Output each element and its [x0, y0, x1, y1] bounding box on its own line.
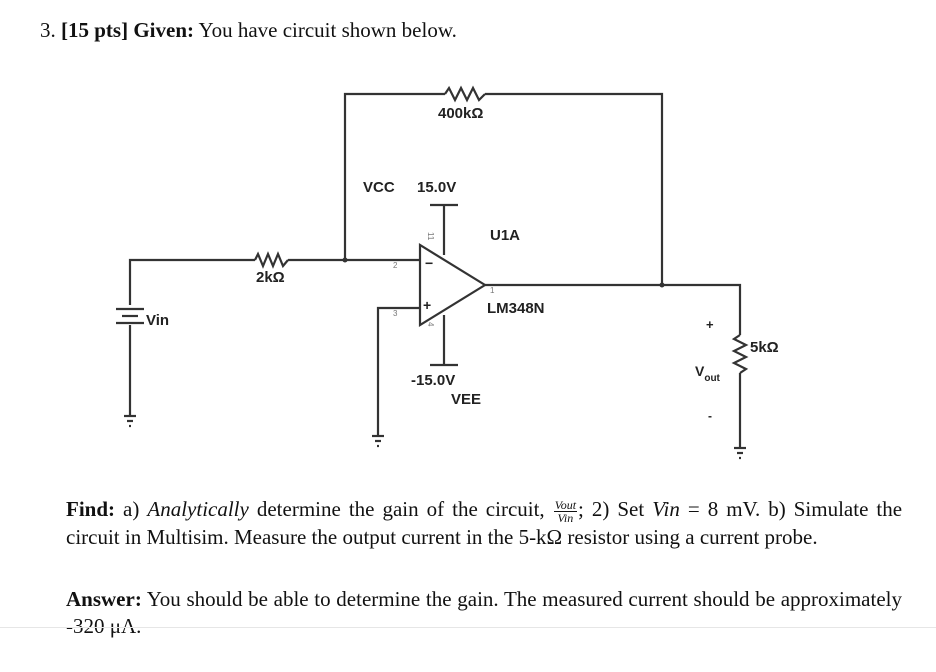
- vout-label: Vout: [695, 363, 721, 384]
- find-vin: Vin: [652, 497, 680, 521]
- feedback-resistor: [444, 85, 486, 103]
- find-paragraph: Find: a) Analytically determine the gain…: [66, 496, 902, 551]
- input-resistor: [254, 251, 289, 269]
- pin-4-label: 4: [426, 322, 435, 327]
- opamp-noninverting-mark: +: [423, 297, 431, 313]
- page-divider: [0, 627, 936, 628]
- input-resistor-label: 2kΩ: [256, 269, 285, 286]
- question-points: [15 pts]: [61, 18, 129, 42]
- pin-3-label: 3: [393, 309, 398, 318]
- vout-minus: -: [708, 409, 712, 423]
- find-text-3: = 8 mV. b) Simulate the circuit in Multi…: [66, 497, 903, 549]
- opamp-symbol: [418, 243, 488, 327]
- question-heading: 3. [15 pts] Given: You have circuit show…: [40, 18, 457, 43]
- vout-subscript: out: [704, 373, 720, 384]
- pin-2-label: 2: [393, 261, 398, 270]
- opamp-ref-label: U1A: [490, 227, 520, 244]
- fraction-denominator: Vin: [557, 510, 574, 525]
- fraction-numerator: Vout: [553, 497, 578, 512]
- feedback-wire-right: [485, 92, 664, 284]
- opamp-model-label: LM348N: [487, 300, 545, 317]
- answer-paragraph: Answer: You should be able to determine …: [66, 586, 902, 640]
- input-wire-left: [128, 258, 255, 305]
- answer-label: Answer:: [66, 587, 142, 611]
- find-label: Find:: [66, 497, 116, 521]
- output-junction: [659, 282, 665, 288]
- vcc-label: VCC: [363, 179, 395, 196]
- vout-letter: V: [695, 363, 705, 379]
- output-wire: [485, 283, 742, 335]
- feedback-resistor-label: 400kΩ: [438, 105, 483, 122]
- load-resistor: [731, 334, 749, 374]
- opamp-inverting-mark: −: [425, 255, 433, 271]
- find-text-2: ; 2) Set: [578, 497, 645, 521]
- vcc-value: 15.0V: [417, 179, 456, 196]
- given-label: Given:: [133, 18, 195, 42]
- find-analytically: Analytically: [147, 497, 249, 521]
- answer-text: You should be able to determine the gain…: [66, 587, 902, 638]
- find-text-1: determine the gain of the circuit,: [256, 497, 545, 521]
- circuit-diagram: 400kΩ 2kΩ Vin 3 2 − + U1A LM348N 1 VCC 1…: [116, 85, 779, 460]
- question-number: 3.: [40, 18, 56, 42]
- feedback-wire-left: [343, 92, 445, 260]
- given-text: You have circuit shown below.: [198, 18, 457, 42]
- pin-11-label: 11: [426, 232, 435, 241]
- load-resistor-label: 5kΩ: [750, 339, 779, 356]
- junction-node: [342, 257, 348, 263]
- noninv-wire: [376, 306, 420, 435]
- vee-label: VEE: [451, 391, 481, 408]
- vout-plus: +: [706, 317, 714, 332]
- find-part-a: a): [123, 497, 140, 521]
- pin-1-label: 1: [490, 286, 495, 295]
- vee-value: -15.0V: [411, 372, 455, 389]
- source-label: Vin: [146, 312, 169, 329]
